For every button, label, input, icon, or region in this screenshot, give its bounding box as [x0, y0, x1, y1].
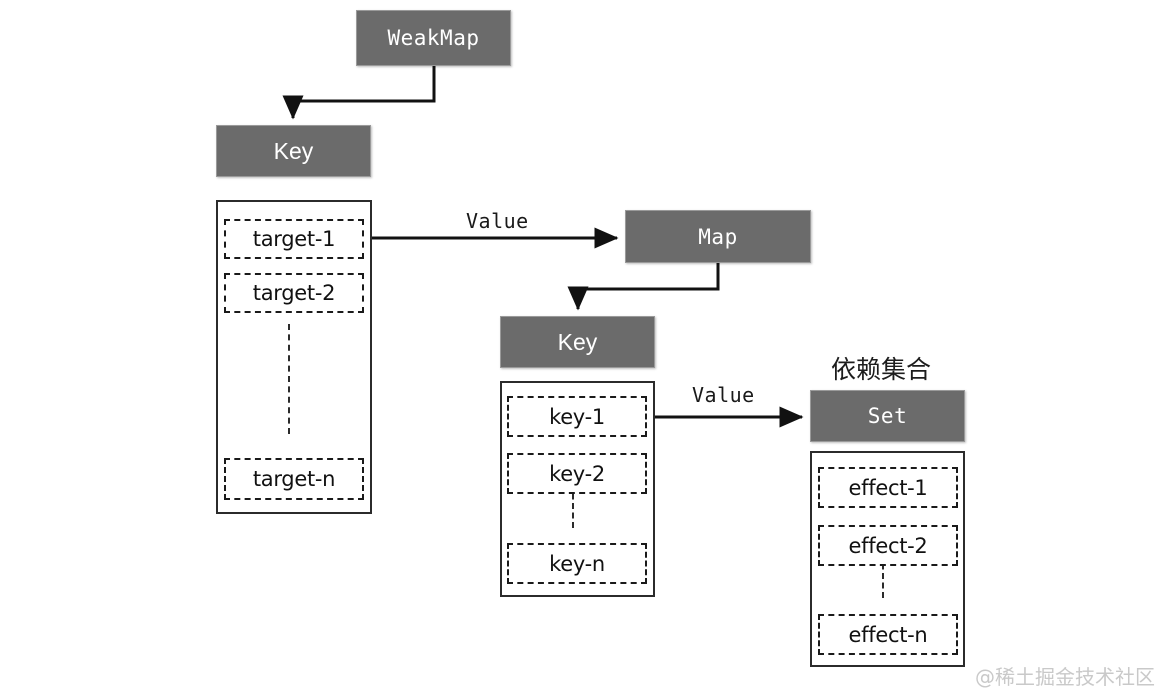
node-weakmap-key-label: Key: [273, 137, 314, 164]
chip-effect-n-label: effect-n: [848, 622, 928, 647]
target-list-ellipsis: [288, 324, 290, 434]
chip-effect-1[interactable]: effect-1: [818, 467, 958, 508]
node-weakmap[interactable]: WeakMap: [356, 10, 511, 66]
chip-key-n-label: key-n: [549, 551, 605, 576]
node-map-key[interactable]: Key: [500, 316, 655, 368]
chip-key-2[interactable]: key-2: [507, 453, 647, 494]
chip-target-2[interactable]: target-2: [224, 273, 364, 313]
chip-key-1-label: key-1: [549, 404, 605, 429]
effect-list-ellipsis: [882, 554, 884, 598]
watermark: @稀土掘金技术社区: [975, 665, 1155, 689]
node-set[interactable]: Set: [810, 390, 965, 442]
chip-target-2-label: target-2: [252, 281, 336, 305]
chip-key-2-label: key-2: [549, 461, 605, 486]
chip-target-1-label: target-1: [252, 227, 336, 251]
chip-effect-1-label: effect-1: [848, 475, 928, 500]
node-map-label: Map: [698, 224, 738, 249]
edge-label-weakmap-value: Value: [466, 209, 529, 233]
node-weakmap-key[interactable]: Key: [216, 125, 371, 177]
chip-key-n[interactable]: key-n: [507, 543, 647, 584]
key-list-ellipsis: [572, 484, 574, 528]
chip-target-n[interactable]: target-n: [224, 458, 364, 500]
node-weakmap-label: WeakMap: [387, 26, 480, 50]
chip-target-n-label: target-n: [252, 467, 336, 491]
chip-effect-n[interactable]: effect-n: [818, 614, 958, 655]
edge-weakmap-to-key: [282, 66, 436, 120]
caption-dependency-set: 依赖集合: [831, 355, 932, 384]
node-set-label: Set: [867, 404, 908, 428]
chip-effect-2[interactable]: effect-2: [818, 525, 958, 566]
chip-effect-2-label: effect-2: [848, 533, 928, 558]
chip-key-1[interactable]: key-1: [507, 396, 647, 437]
edge-label-map-value: Value: [692, 383, 755, 407]
node-map-key-label: Key: [557, 328, 598, 355]
node-map[interactable]: Map: [625, 210, 811, 263]
edge-map-to-key: [567, 263, 720, 311]
chip-target-1[interactable]: target-1: [224, 219, 364, 259]
